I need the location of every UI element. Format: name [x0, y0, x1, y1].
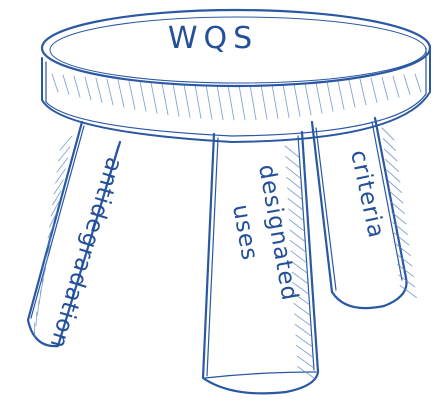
shading-stroke — [239, 85, 245, 120]
seat-side-shading — [52, 74, 421, 120]
shading-stroke — [394, 233, 409, 245]
shading-stroke — [289, 220, 305, 232]
shading-stroke — [382, 128, 394, 140]
shading-stroke — [184, 84, 190, 117]
shading-stroke — [393, 223, 408, 235]
shading-stroke — [294, 304, 311, 316]
shading-stroke — [383, 139, 395, 151]
shading-stroke — [294, 84, 300, 117]
shading-stroke — [107, 79, 113, 105]
leg-left: antidegradation — [28, 122, 127, 352]
shading-stroke — [129, 81, 135, 109]
shading-stroke — [140, 82, 146, 112]
shading-stroke — [415, 74, 421, 92]
shading-stroke — [56, 169, 66, 183]
shading-stroke — [173, 84, 179, 117]
shading-stroke — [283, 84, 289, 117]
shading-stroke — [60, 136, 72, 150]
shading-stroke — [118, 80, 124, 107]
shading-stroke — [272, 85, 278, 119]
shading-stroke — [349, 80, 355, 107]
shading-stroke — [287, 188, 302, 200]
shading-stroke — [287, 178, 302, 190]
shading-stroke — [36, 312, 37, 326]
shading-stroke — [63, 75, 69, 95]
shading-stroke — [206, 85, 212, 119]
shading-stroke — [250, 85, 256, 120]
shading-stroke — [296, 335, 313, 347]
shading-stroke — [305, 83, 311, 115]
leg-left-label: antidegradation — [44, 154, 127, 352]
shading-stroke — [285, 146, 300, 158]
shading-stroke — [386, 160, 399, 172]
shading-stroke — [316, 82, 322, 113]
shading-stroke — [295, 325, 312, 337]
shading-stroke — [228, 85, 234, 120]
shading-stroke — [195, 85, 201, 119]
shading-stroke — [261, 85, 267, 119]
shading-stroke — [382, 77, 388, 100]
shading-stroke — [286, 157, 301, 169]
shading-stroke — [217, 85, 223, 120]
shading-stroke — [151, 82, 157, 113]
shading-stroke — [288, 199, 304, 211]
leg-right-shading — [382, 128, 417, 298]
shading-stroke — [371, 78, 377, 102]
shading-stroke — [57, 158, 68, 172]
shading-stroke — [296, 346, 313, 358]
shading-stroke — [162, 83, 168, 115]
shading-stroke — [338, 81, 344, 109]
shading-stroke — [393, 76, 399, 97]
shading-stroke — [74, 76, 80, 97]
leg-right: criteria — [312, 118, 417, 308]
leg-middle-label-line2: uses — [227, 203, 262, 263]
shading-stroke — [404, 75, 410, 95]
shading-stroke — [52, 74, 58, 92]
shading-stroke — [286, 167, 301, 179]
seat-label: WQS — [168, 21, 258, 56]
shading-stroke — [289, 209, 305, 221]
shading-stroke — [96, 78, 102, 102]
leg-middle: designated uses — [203, 132, 318, 393]
stool-seat: WQS — [42, 10, 430, 142]
shading-stroke — [360, 79, 366, 105]
shading-stroke — [327, 82, 333, 112]
shading-stroke — [85, 77, 91, 100]
shading-stroke — [384, 149, 397, 161]
shading-stroke — [38, 301, 40, 315]
shading-stroke — [295, 314, 312, 326]
shading-stroke — [387, 170, 400, 182]
shading-stroke — [297, 356, 314, 368]
